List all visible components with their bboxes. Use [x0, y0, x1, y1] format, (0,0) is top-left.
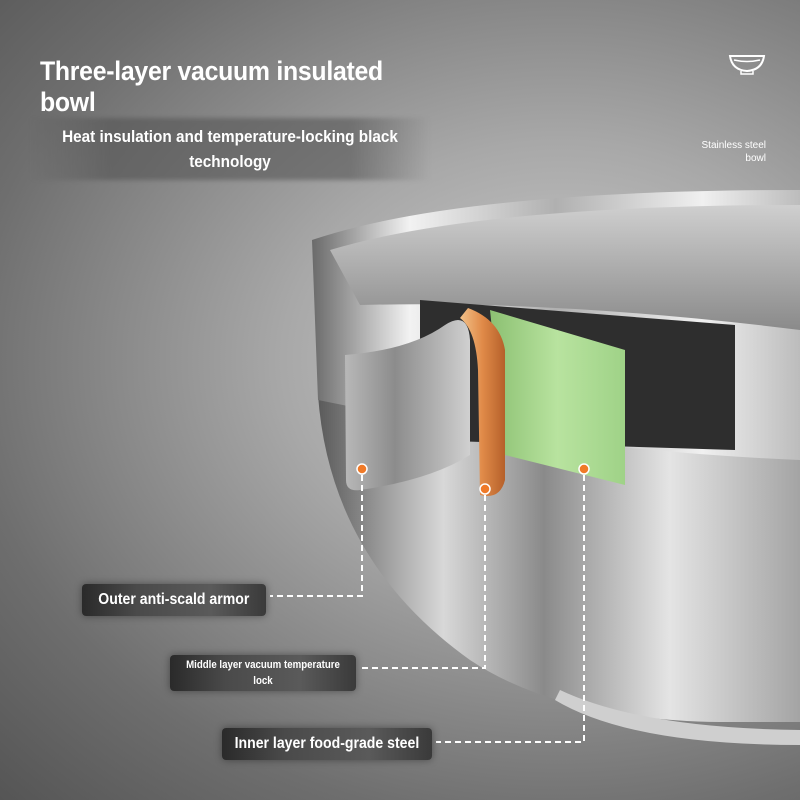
- callout-outer-layer: Outer anti-scald armor: [82, 584, 266, 616]
- subtitle-background: [30, 118, 430, 180]
- callout-inner-layer: Inner layer food-grade steel: [222, 728, 432, 760]
- bowl-icon: [728, 55, 766, 75]
- callout-inner-text: Inner layer food-grade steel: [234, 735, 420, 752]
- callout-middle-layer: Middle layer vacuum temperature lock: [170, 655, 356, 691]
- callout-outer-text: Outer anti-scald armor: [98, 591, 250, 608]
- page-title: Three-layer vacuum insulated bowl: [40, 56, 383, 117]
- page-subtitle: Heat insulation and temperature-locking …: [62, 127, 398, 171]
- bowl-icon-label: Stainless steel bowl: [701, 140, 766, 164]
- callout-middle-text: Middle layer vacuum temperature lock: [186, 659, 340, 687]
